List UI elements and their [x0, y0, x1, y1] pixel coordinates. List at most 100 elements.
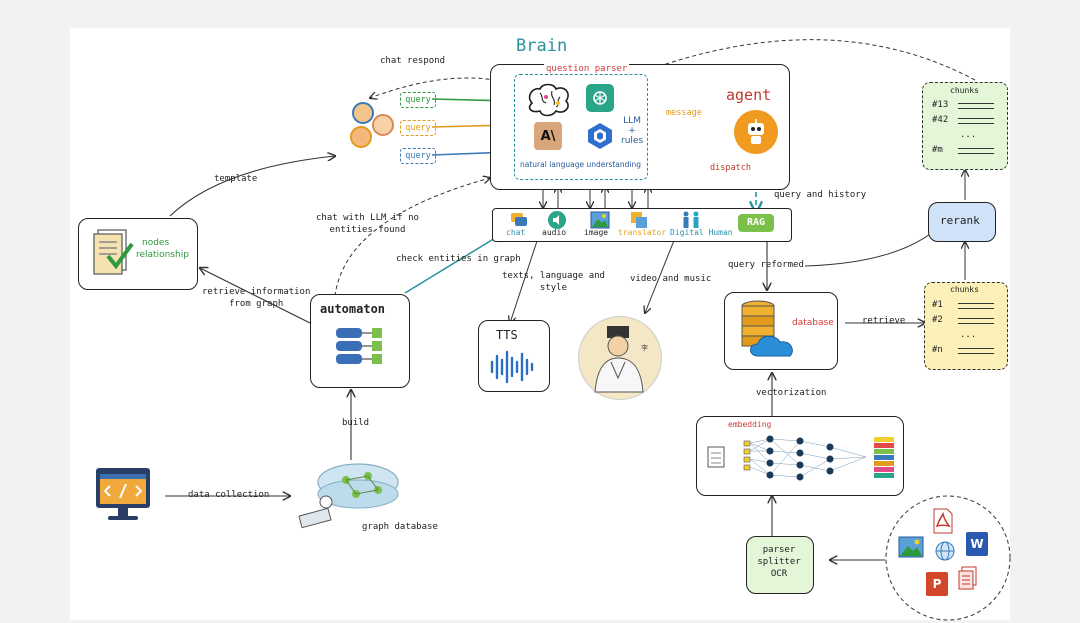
brain-title: Brain [516, 36, 568, 56]
automaton-label: automaton [320, 302, 386, 316]
chunk-item: #13 [932, 100, 949, 110]
user-avatar-3 [350, 126, 372, 148]
llm-rules-label: LLM + rules [621, 116, 644, 146]
chunks-top-box [922, 82, 1008, 170]
message-label: message [666, 108, 702, 118]
database-cloud-icon [738, 298, 800, 362]
check-entities-arrow [404, 232, 505, 294]
powerpoint-file-icon: P [926, 572, 948, 596]
chunk-lines [958, 103, 994, 109]
chat-respond-arrow [370, 77, 511, 98]
chunks-top-title: chunks [950, 86, 979, 95]
chunk-item: #m [932, 145, 943, 155]
word-file-icon: W [966, 532, 988, 556]
tts-box [478, 320, 550, 392]
image-icon [590, 211, 610, 229]
chat-llm-arrow [334, 178, 490, 297]
chunks-bottom-title: chunks [950, 285, 979, 294]
query-history-label: query and history [774, 190, 867, 200]
chunk-item: #n [932, 345, 943, 355]
chunk-item: #1 [932, 300, 943, 310]
robot-icon [734, 110, 778, 154]
retrieve-label: retrieve [862, 316, 906, 326]
chunk-lines [958, 318, 994, 324]
chat-icon [510, 212, 528, 228]
tool-label-3: translator [618, 228, 667, 237]
anthropic-icon: A\ [534, 122, 562, 150]
parser-text: parser splitter OCR [746, 544, 812, 580]
chat-llm-label: chat with LLM if no entities found [316, 213, 419, 235]
graph-database-label: graph database [362, 522, 438, 532]
tool-label-1: audio [542, 228, 567, 237]
digital-human-portrait: 李 [578, 316, 662, 400]
nodes-label: nodes [142, 238, 170, 248]
rerank-box [928, 202, 996, 242]
template-arrow [169, 156, 335, 217]
tool-label-4: Digital Human [670, 228, 733, 237]
tool-label-2: image [584, 228, 609, 237]
rag-button: RAG [738, 214, 774, 232]
chunk-item: #2 [932, 315, 943, 325]
text-file-icon [958, 566, 978, 590]
database-label: database [792, 318, 834, 328]
check-entities-label: check entities in graph [396, 254, 521, 264]
document-check-icon [90, 226, 134, 278]
embedding-label: embedding [728, 420, 772, 429]
digital-human-icon [680, 211, 702, 229]
waveform-icon [488, 350, 538, 384]
database-network-icon [332, 322, 388, 374]
svg-text:李: 李 [641, 343, 648, 352]
chunk-item: #42 [932, 115, 949, 125]
chunk-lines [958, 348, 994, 354]
question-parser-box [514, 74, 648, 180]
query-reformed-label: query reformed [728, 260, 804, 270]
chunk-lines [958, 148, 994, 154]
texts-style-label: texts, language and style [502, 271, 605, 293]
build-label: build [342, 418, 370, 428]
tts-arrow [510, 237, 539, 323]
automaton-box [310, 294, 410, 388]
pdf-file-icon [932, 508, 954, 534]
relationship-label: relationship [136, 250, 189, 260]
parser-box [746, 536, 814, 594]
chunk-lines [958, 303, 994, 309]
nlu-label: natural language understanding [520, 160, 642, 169]
image-file-icon [898, 536, 924, 558]
web-file-icon [934, 540, 956, 562]
computer-code-icon [92, 464, 154, 524]
chunk-item: ... [960, 130, 977, 140]
chunk-lines [958, 118, 994, 124]
rerank-label: rerank [940, 214, 980, 227]
user-avatar-1 [352, 102, 374, 124]
agent-label: agent [726, 86, 772, 104]
retrieve-graph-arrow [200, 268, 311, 324]
chatgpt-icon [586, 84, 614, 112]
portrait-arrow [645, 237, 676, 313]
template-label: template [214, 174, 258, 184]
chat-respond-label: chat respond [380, 56, 446, 66]
parser-label: parser [762, 545, 796, 555]
dispatch-label: dispatch [710, 163, 751, 173]
chunk-item: ... [960, 330, 977, 340]
query-reformed-arrow [804, 226, 940, 267]
translator-icon [630, 211, 648, 229]
connector-layer [165, 39, 1011, 621]
user-avatar-2 [372, 114, 394, 136]
brain-icon [525, 82, 573, 118]
audio-icon [548, 211, 566, 229]
cube-icon [584, 120, 616, 152]
splitter-label: splitter [757, 557, 801, 567]
video-music-label: video and music [630, 274, 712, 284]
query-box-1: query [400, 92, 436, 108]
graph-database-icon [296, 460, 404, 536]
ocr-label: OCR [770, 569, 788, 579]
neural-network-icon [706, 430, 896, 490]
chunks-brain-arrow [640, 39, 976, 81]
diagram-canvas: Brain question parser A\ LLM + rules nat… [70, 28, 1011, 621]
retrieve-graph-label: retrieve information from graph [202, 287, 311, 309]
tts-label: TTS [496, 328, 518, 342]
query-box-3: query [400, 148, 436, 164]
files-circle [885, 495, 1011, 621]
question-parser-label: question parser [544, 64, 630, 74]
chunks-bottom-box [924, 282, 1008, 370]
